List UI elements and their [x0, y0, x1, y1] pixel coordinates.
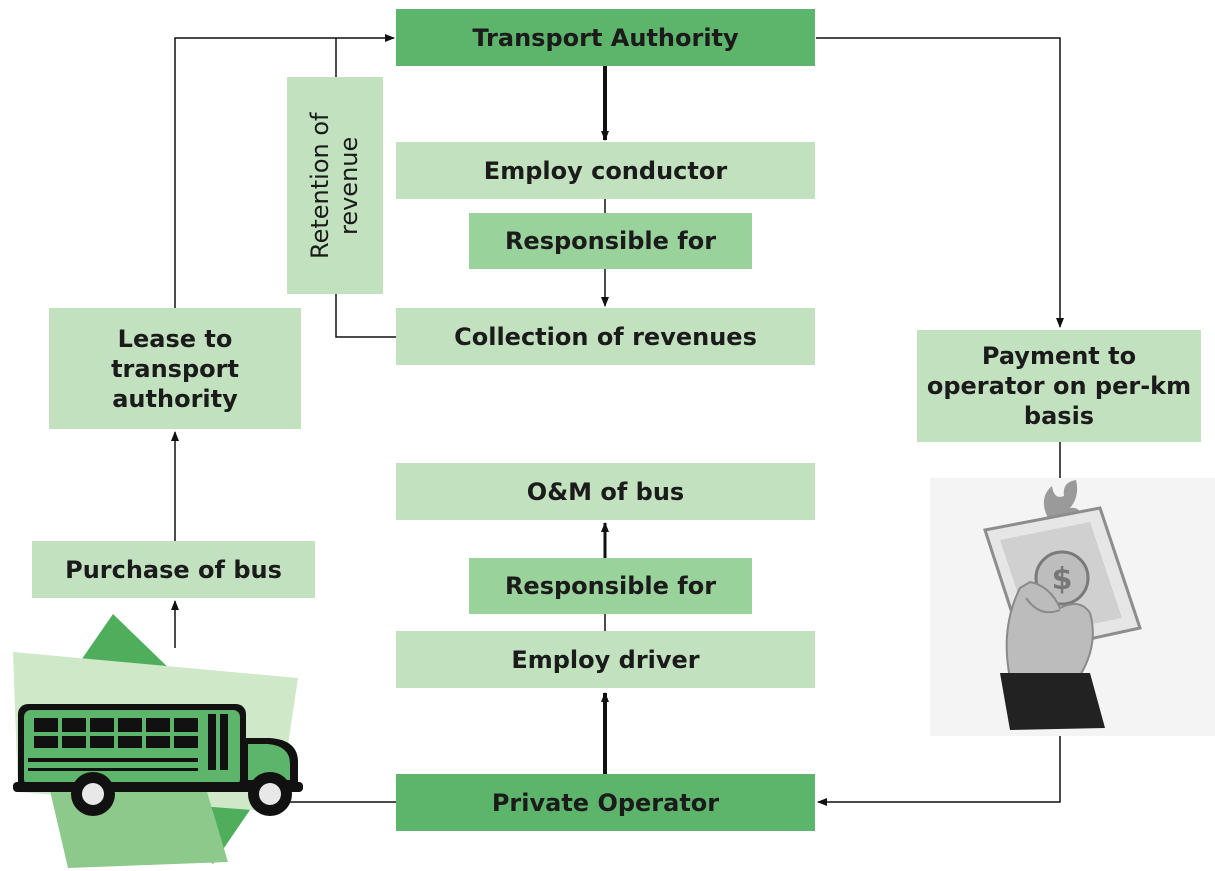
responsible-for-bottom-label: Responsible for [504, 572, 717, 600]
line-collection-to-retention [335, 294, 396, 338]
arrow-lease-to-authority [174, 34, 395, 308]
om-of-bus-box: O&M of bus [396, 463, 815, 520]
responsible-for-top-box: Responsible for [469, 213, 752, 269]
private-operator-label: Private Operator [491, 788, 720, 817]
transport-authority-label: Transport Authority [472, 23, 739, 52]
payment-to-operator-label: Payment to operator on per-km basis [926, 342, 1192, 430]
arrow-authority-to-payment [816, 37, 1064, 328]
retention-of-revenue-label: Retention of revenue [306, 112, 363, 259]
purchase-of-bus-box: Purchase of bus [32, 541, 315, 598]
om-of-bus-label: O&M of bus [526, 477, 685, 506]
lease-to-authority-box: Lease to transport authority [49, 308, 301, 429]
employ-conductor-box: Employ conductor [396, 142, 815, 199]
private-operator-box: Private Operator [396, 774, 815, 831]
purchase-of-bus-label: Purchase of bus [65, 555, 282, 584]
retention-of-revenue-box: Retention of revenue [287, 77, 383, 294]
employ-driver-box: Employ driver [396, 631, 815, 688]
hand-holding-money-icon: $ [930, 478, 1215, 736]
collection-of-revenues-label: Collection of revenues [454, 322, 757, 351]
arrow-hand-to-operator [817, 735, 1061, 806]
bus-icon [13, 614, 303, 868]
employ-conductor-label: Employ conductor [483, 156, 728, 185]
employ-driver-label: Employ driver [511, 645, 700, 674]
transport-authority-box: Transport Authority [396, 9, 815, 66]
svg-text:$: $ [1052, 562, 1073, 597]
lease-to-authority-label: Lease to transport authority [111, 324, 239, 413]
responsible-for-top-label: Responsible for [504, 227, 717, 255]
collection-of-revenues-box: Collection of revenues [396, 308, 815, 365]
responsible-for-bottom-box: Responsible for [469, 558, 752, 614]
payment-to-operator-box: Payment to operator on per-km basis [917, 330, 1201, 442]
